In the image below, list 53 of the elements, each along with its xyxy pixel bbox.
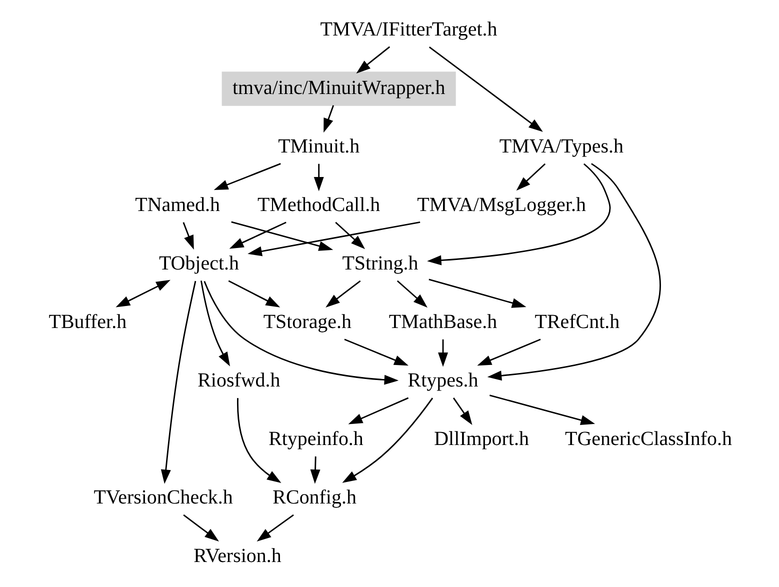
arrow [428,278,526,308]
arrow [229,222,286,249]
arrow [231,221,334,251]
arrow [248,221,420,256]
arrow [160,280,196,484]
node-text: TMinuit.h [278,136,360,158]
node-text: Rtypes.h [408,370,478,392]
node-text: DllImport.h [434,428,529,450]
arrow [183,514,219,542]
arrow [214,163,281,190]
arrow [489,394,596,425]
node-text: TString.h [342,252,418,275]
node-text: TBuffer.h [48,311,127,334]
arrow [356,46,390,74]
node-text: TStorage.h [263,311,352,334]
arrow [438,339,448,367]
arrow [182,222,194,250]
node-text: RConfig.h [272,486,356,509]
arrow [452,398,472,425]
node-text: TNamed.h [135,194,220,216]
arrow [228,280,280,308]
node-text: TMethodCall.h [258,194,380,216]
arrow [200,280,230,366]
arrow [314,164,324,192]
node-text: TVersionCheck.h [94,486,233,509]
arrow [335,222,366,250]
arrow [348,397,409,424]
arrow [487,163,661,381]
node-text: TRefCnt.h [534,311,620,334]
arrow [237,398,282,484]
node-text: Riosfwd.h [198,370,280,392]
arrow [516,163,546,191]
node-text: TMathBase.h [388,311,498,334]
node-text: TObject.h [158,252,239,275]
arrow [256,514,294,542]
arrow [428,46,543,132]
node-text: Rtypeinfo.h [268,428,364,450]
node-text: RVersion.h [194,545,282,568]
arrow [477,338,541,366]
node-text: TMVA/MsgLogger.h [417,194,586,216]
arrow [326,280,361,308]
arrow [396,280,428,308]
arrow [116,280,170,308]
node-text: TMVA/Types.h [499,136,624,158]
node-box: tmva/inc/MinuitWrapper.h [222,72,456,106]
arrow [344,338,408,366]
arrow [342,398,434,483]
arrow [204,280,399,385]
arrow [324,105,334,133]
arrow [427,163,611,266]
arrow [310,456,320,484]
node-text: TGenericClassInfo.h [565,428,732,450]
node-text: TMVA/IFitterTarget.h [320,18,498,40]
